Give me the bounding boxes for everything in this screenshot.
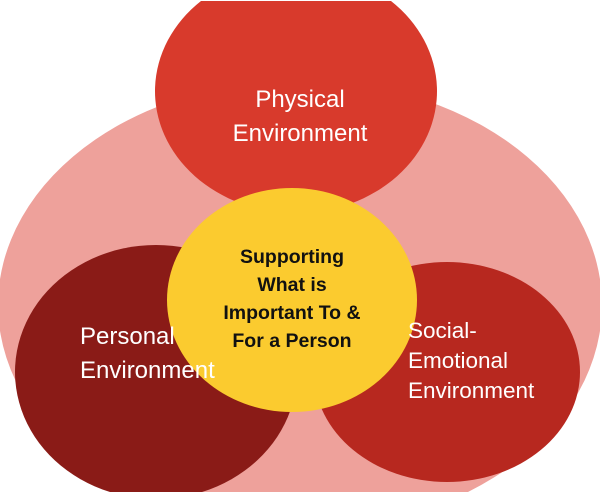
physical-environment-label: Physical Environment (200, 83, 400, 151)
center-line: Supporting (240, 246, 344, 268)
label-line: Environment (408, 378, 535, 403)
label-line: Environment (80, 357, 215, 384)
label-line: Physical (255, 86, 345, 113)
label-line: Personal (80, 323, 175, 350)
center-line: For a Person (232, 330, 352, 352)
physical-environment-circle (155, 1, 437, 214)
personal-environment-label: Personal Environment (80, 320, 280, 388)
center-label: Supporting What is Important To & For a … (192, 243, 392, 355)
label-line: Environment (232, 120, 368, 147)
label-line: Emotional (408, 348, 509, 373)
center-circle (167, 188, 417, 412)
center-line: What is (257, 274, 327, 296)
social-emotional-environment-label: Social- Emotional Environment (408, 316, 588, 406)
center-line: Important To & (223, 302, 361, 324)
label-line: Social- (408, 318, 477, 343)
